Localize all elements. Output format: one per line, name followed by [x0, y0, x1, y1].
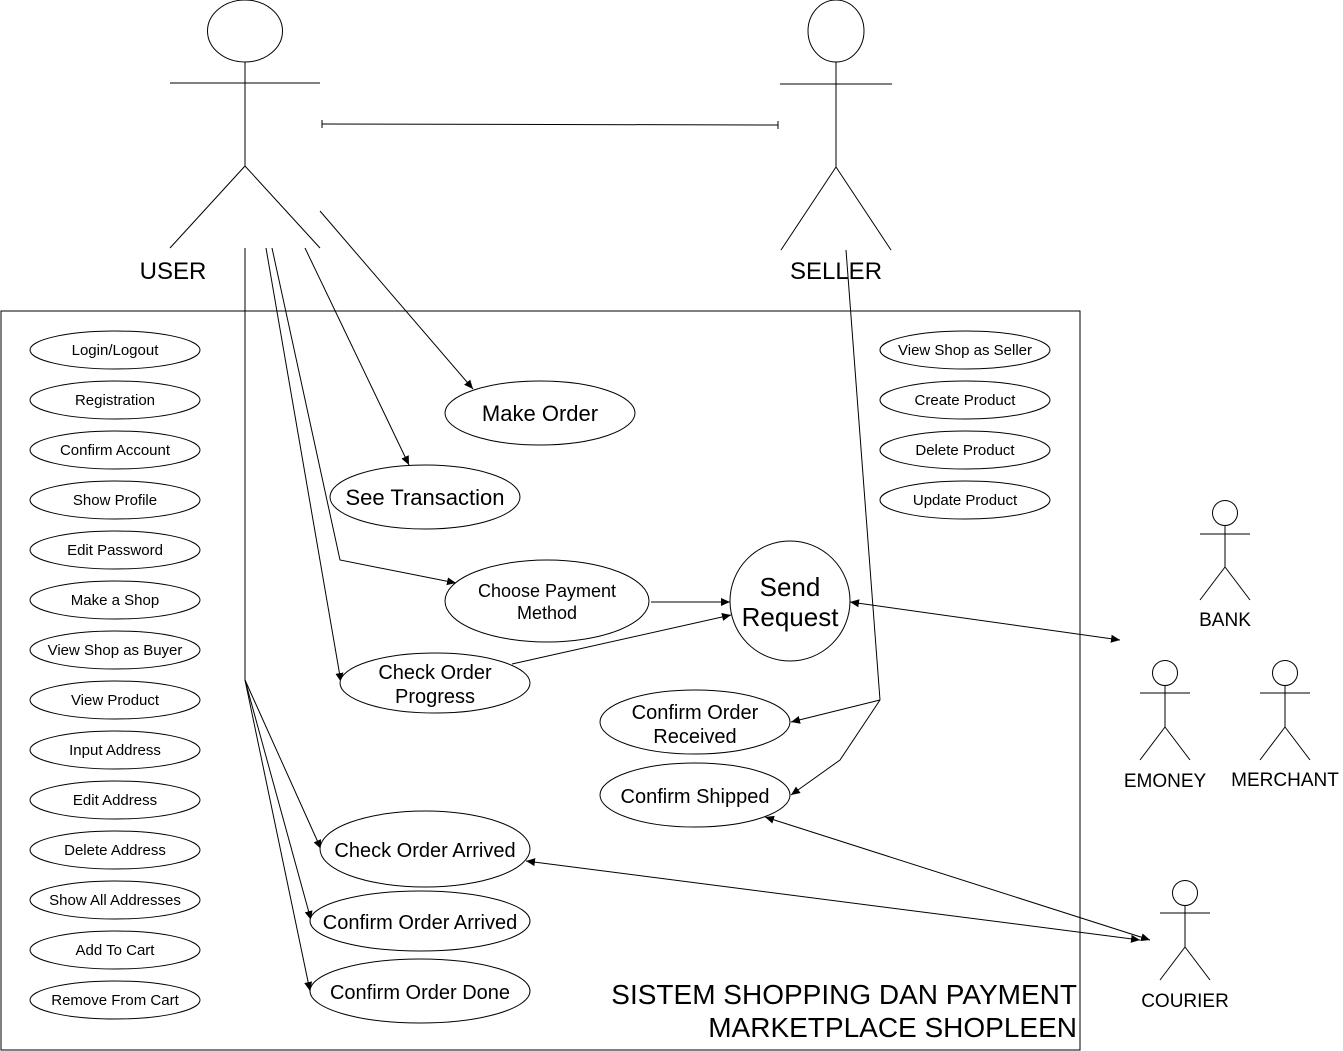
use-case-choose-payment-label-1: Choose Payment	[478, 581, 616, 601]
connectors	[244, 119, 1151, 992]
use-case-send-request-label-1: Send	[760, 572, 821, 602]
use-case-choose-payment-method[interactable]: Choose Payment Method	[444, 559, 650, 643]
use-case-confirm-arrived-label: Confirm Order Arrived	[323, 912, 518, 934]
use-case-left-11[interactable]: Delete Address	[29, 830, 201, 870]
use-case-confirm-done-label: Confirm Order Done	[330, 982, 510, 1004]
use-case-left-label: Delete Address	[64, 842, 166, 859]
seller-actor[interactable]: SELLER	[780, 0, 892, 285]
arrow-user-see-transaction	[304, 247, 410, 466]
use-case-choose-payment-label-2: Method	[517, 603, 577, 623]
arrow-user-make-order	[319, 210, 474, 390]
use-case-seller-1[interactable]: View Shop as Seller	[879, 330, 1051, 370]
use-case-send-request[interactable]: Send Request	[729, 540, 851, 662]
seller-actor-label: SELLER	[790, 258, 882, 285]
emoney-actor-label: EMONEY	[1124, 771, 1207, 792]
use-case-left-label: Input Address	[69, 742, 161, 759]
use-case-seller-label: Create Product	[915, 392, 1017, 409]
use-case-left-label: Confirm Account	[60, 442, 171, 459]
use-case-check-progress-label-1: Check Order	[378, 662, 492, 684]
emoney-actor[interactable]: EMONEY	[1124, 660, 1207, 793]
use-case-seller-4[interactable]: Update Product	[879, 480, 1051, 520]
arrow-user-check-arrived	[244, 679, 322, 850]
use-case-check-order-arrived[interactable]: Check Order Arrived	[319, 810, 531, 888]
use-case-left-label: Edit Address	[73, 792, 157, 809]
arrow-seller-confirm-shipped	[790, 699, 881, 796]
system-title-line-1: SISTEM SHOPPING DAN PAYMENT	[611, 979, 1077, 1010]
use-case-left-label: Login/Logout	[72, 342, 160, 359]
use-case-send-request-label-2: Request	[742, 602, 840, 632]
use-case-left-6[interactable]: Make a Shop	[29, 580, 201, 620]
use-case-make-order-label: Make Order	[482, 401, 598, 426]
use-case-left-label: Make a Shop	[71, 592, 159, 609]
use-case-left-14[interactable]: Remove From Cart	[29, 980, 201, 1020]
use-case-left-label: View Product	[71, 692, 160, 709]
bank-actor-label: BANK	[1199, 610, 1251, 631]
merchant-actor[interactable]: MERCHANT	[1231, 660, 1339, 792]
use-case-seller-2[interactable]: Create Product	[879, 380, 1051, 420]
use-case-left-12[interactable]: Show All Addresses	[29, 880, 201, 920]
use-case-see-transaction-label: See Transaction	[346, 485, 505, 510]
user-actor-label: USER	[140, 258, 207, 285]
arrow-user-choose-payment	[271, 247, 457, 586]
use-case-seller-3[interactable]: Delete Product	[879, 430, 1051, 470]
use-case-confirm-order-done[interactable]: Confirm Order Done	[309, 958, 531, 1024]
use-case-confirm-received-label-1: Confirm Order	[632, 702, 759, 724]
arrow-user-check-progress	[265, 247, 344, 683]
arrow-send-request-payment-actors	[849, 599, 1121, 643]
use-case-confirm-shipped-label: Confirm Shipped	[621, 786, 770, 808]
use-case-left-5[interactable]: Edit Password	[29, 530, 201, 570]
use-case-left-13[interactable]: Add To Cart	[29, 930, 201, 970]
use-case-confirm-received-label-2: Received	[653, 726, 736, 748]
use-case-left-2[interactable]: Registration	[29, 380, 201, 420]
arrow-courier-confirm-shipped	[764, 815, 1151, 942]
use-case-left-8[interactable]: View Product	[29, 680, 201, 720]
use-case-see-transaction[interactable]: See Transaction	[329, 464, 521, 530]
use-case-left-label: Show Profile	[73, 492, 157, 509]
arrow-progress-send-request	[511, 613, 732, 665]
use-case-left-4[interactable]: Show Profile	[29, 480, 201, 520]
arrow-user-confirm-arrived	[244, 679, 313, 921]
use-case-seller-label: View Shop as Seller	[898, 342, 1032, 359]
use-case-left-label: Edit Password	[67, 542, 163, 559]
use-case-confirm-order-arrived[interactable]: Confirm Order Arrived	[309, 890, 531, 952]
courier-actor[interactable]: COURIER	[1141, 880, 1229, 1013]
user-actor[interactable]: USER	[140, 0, 321, 285]
arrow-courier-check-arrived	[525, 858, 1141, 943]
user-actor-head	[207, 0, 283, 63]
use-case-seller-label: Delete Product	[915, 442, 1015, 459]
use-case-left-label: Add To Cart	[76, 942, 156, 959]
use-case-check-arrived-label: Check Order Arrived	[334, 840, 515, 862]
use-case-left-label: Show All Addresses	[49, 892, 181, 909]
use-case-left-9[interactable]: Input Address	[29, 730, 201, 770]
system-boundary	[0, 310, 1081, 1051]
use-case-left-label: View Shop as Buyer	[48, 642, 183, 659]
use-case-seller-label: Update Product	[913, 492, 1018, 509]
courier-actor-label: COURIER	[1141, 991, 1229, 1012]
use-case-left-7[interactable]: View Shop as Buyer	[29, 630, 201, 670]
user-seller-association	[321, 119, 779, 130]
system-title-line-2: MARKETPLACE SHOPLEEN	[708, 1012, 1077, 1043]
use-case-left-label: Remove From Cart	[51, 992, 179, 1009]
use-case-confirm-order-received[interactable]: Confirm Order Received	[599, 689, 791, 755]
use-case-confirm-shipped[interactable]: Confirm Shipped	[599, 762, 791, 828]
use-case-left-1[interactable]: Login/Logout	[29, 330, 201, 370]
seller-vertical-line	[845, 249, 881, 701]
use-case-left-3[interactable]: Confirm Account	[29, 430, 201, 470]
arrow-seller-confirm-received	[790, 699, 881, 724]
use-case-check-order-progress[interactable]: Check Order Progress	[339, 652, 531, 714]
use-case-check-progress-label-2: Progress	[395, 686, 475, 708]
arrow-user-confirm-done	[244, 679, 313, 992]
use-case-make-order[interactable]: Make Order	[444, 380, 636, 446]
bank-actor[interactable]: BANK	[1199, 500, 1251, 632]
use-case-left-label: Registration	[75, 392, 155, 409]
use-case-left-10[interactable]: Edit Address	[29, 780, 201, 820]
merchant-actor-label: MERCHANT	[1231, 770, 1339, 791]
seller-actor-head	[807, 0, 865, 63]
